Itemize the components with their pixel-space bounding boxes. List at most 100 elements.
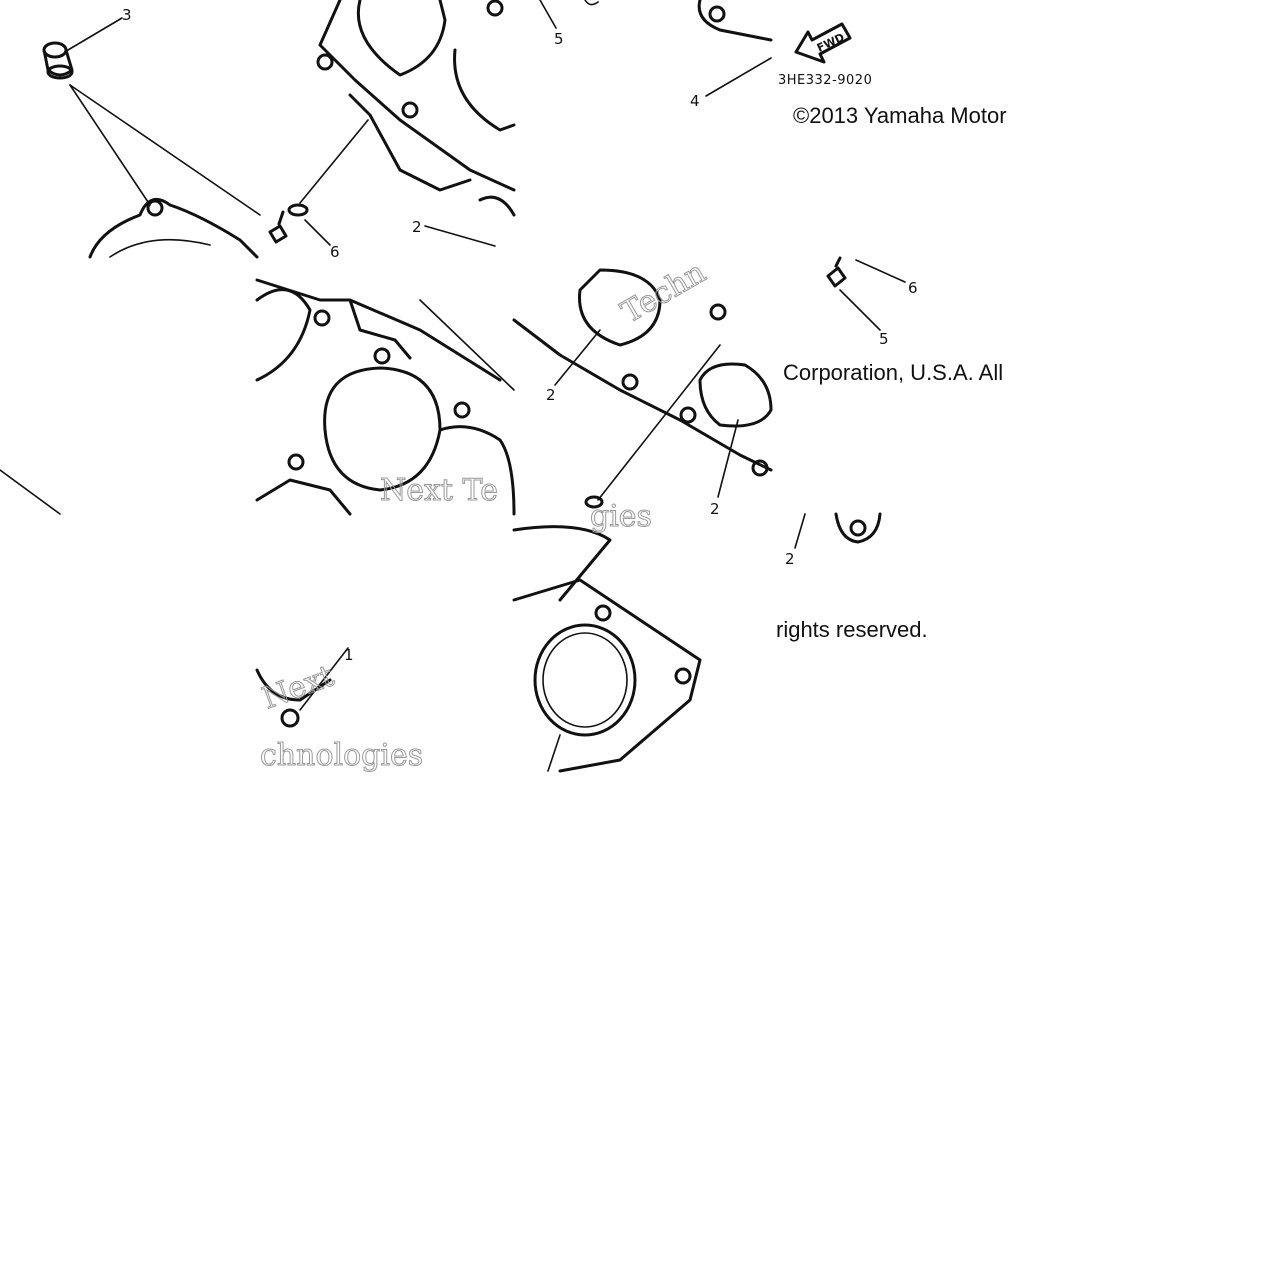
tile-bottom-third: gies	[512, 499, 702, 773]
copyright-line-3: rights reserved.	[776, 617, 928, 642]
callout-2: 2	[412, 218, 422, 236]
tile-top-third: 5	[539, 0, 599, 48]
bolt-shank	[277, 210, 285, 226]
callout-2: 2	[710, 500, 720, 518]
cylinder-bore	[255, 288, 312, 382]
tile-middle-third: 2 2 Techn	[512, 254, 773, 518]
fragment	[584, 0, 599, 6]
leader-line	[839, 289, 881, 331]
callout-6: 6	[330, 243, 340, 261]
bolt-hole	[486, 0, 504, 17]
dowel-part	[287, 203, 309, 217]
callout-2: 2	[785, 550, 795, 568]
gasket-fragment	[834, 512, 882, 544]
bolt-part	[268, 224, 288, 244]
cylinder-bore	[453, 48, 516, 132]
leader-line	[424, 225, 496, 247]
gasket-bore	[533, 623, 637, 737]
dowel-part	[584, 495, 604, 509]
bolt-hole	[401, 101, 419, 119]
block-flange	[512, 318, 773, 472]
bolt-hole	[849, 519, 867, 537]
cylinder-bore	[698, 362, 773, 428]
callout-3: 3	[122, 6, 132, 24]
cylinder-bore	[578, 268, 662, 347]
cylinder-bore	[438, 425, 516, 516]
tile-top-fourth: 4 FWD 3HE332-9020	[690, 0, 872, 110]
gasket-fragment	[255, 668, 332, 702]
cylinder-block-outline	[255, 278, 502, 382]
bolt-hole	[280, 708, 300, 728]
watermark-text: Next	[258, 659, 339, 717]
tile-middle-fourth: 6 5	[826, 256, 918, 348]
leader-line	[0, 469, 61, 515]
leader-line	[597, 344, 721, 501]
watermark-text: Next Te	[380, 473, 498, 508]
bolt-hole	[709, 303, 727, 321]
block-skirt	[478, 195, 516, 217]
cylinder-bore	[356, 0, 447, 77]
callout-4: 4	[690, 92, 700, 110]
copyright-line-1: ©2013 Yamaha Motor	[793, 103, 1007, 128]
bolt-hole	[708, 5, 726, 23]
block-detail	[348, 298, 412, 360]
leader-line	[299, 647, 349, 711]
leader-line	[69, 84, 151, 206]
bolt-shank	[834, 256, 842, 268]
bolt-part	[826, 266, 847, 288]
fwd-arrow-icon: FWD	[794, 22, 852, 64]
tile-bottom-fourth: 2	[785, 512, 882, 568]
tile-middle-second: Next Te	[255, 278, 516, 516]
leader-line	[419, 299, 515, 391]
leader-line	[67, 17, 123, 51]
tile-bottom-second: 1 chnologies Next	[255, 646, 424, 774]
bolt-hole	[373, 347, 391, 365]
bolt-hole	[287, 453, 305, 471]
watermark-text: chnologies	[260, 738, 423, 773]
block-skirt	[512, 525, 612, 602]
bolt-hole	[316, 53, 334, 71]
copyright-line-2: Corporation, U.S.A. All	[783, 360, 1004, 385]
block-skirt	[255, 478, 352, 516]
callout-5: 5	[554, 30, 564, 48]
tile-middle-left	[0, 469, 61, 515]
bolt-hole	[621, 373, 639, 391]
tile-top-left: 3	[42, 6, 261, 259]
leader-line	[304, 219, 331, 246]
leader-line	[69, 84, 261, 216]
watermark-text: Techn	[616, 255, 712, 331]
gasket-outline	[88, 197, 259, 259]
bolt-hole	[453, 401, 471, 419]
bolt-hole	[313, 309, 331, 327]
bolt-hole	[679, 406, 697, 424]
leader-line	[539, 0, 557, 29]
cylinder-block-outline	[318, 0, 516, 192]
gasket-outline	[512, 578, 702, 773]
plug-bolt-part	[42, 41, 74, 80]
leader-line	[547, 734, 561, 772]
leader-line	[855, 259, 906, 283]
callout-2: 2	[546, 386, 556, 404]
bolt-hole	[674, 667, 692, 685]
leader-line	[794, 513, 806, 549]
part-code: 3HE332-9020	[778, 73, 872, 88]
leader-line	[717, 419, 739, 498]
callout-1: 1	[344, 646, 354, 664]
callout-5: 5	[879, 330, 889, 348]
bolt-hole	[146, 199, 164, 217]
leader-line	[299, 119, 369, 204]
tile-top-middle: 6 2	[268, 0, 516, 261]
gasket-fragment	[697, 0, 773, 42]
leader-line	[554, 329, 601, 386]
gasket-inner	[109, 238, 211, 258]
cylinder-bore	[323, 366, 442, 492]
block-skirt	[348, 93, 472, 192]
watermark-text: gies	[590, 499, 652, 534]
gasket-bore-inner	[542, 632, 628, 728]
bolt-hole	[751, 459, 769, 477]
callout-6: 6	[908, 279, 918, 297]
bolt-hole	[594, 604, 612, 622]
leader-line	[705, 57, 772, 97]
